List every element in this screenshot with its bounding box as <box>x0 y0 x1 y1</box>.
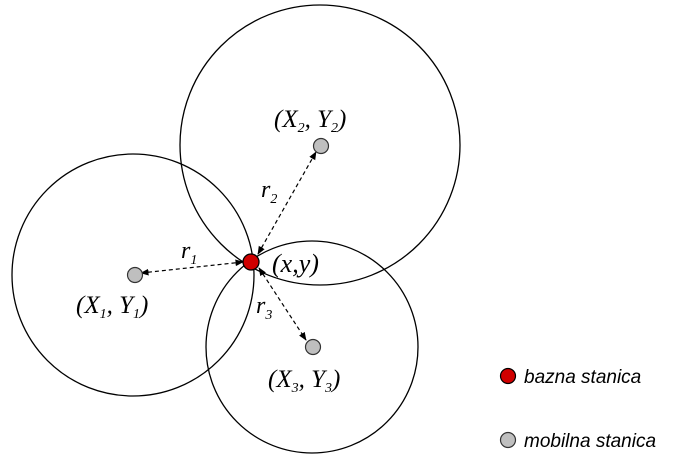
label-r1: r1 <box>181 238 197 268</box>
coverage-circle-2 <box>179 4 461 286</box>
distance-arrow-r2 <box>257 151 317 255</box>
label-point-1: (X1, Y1) <box>76 292 148 322</box>
label-center: (x,y) <box>272 249 319 278</box>
label-r3: r3 <box>256 293 272 323</box>
legend-mobile-station-label: mobilna stanica <box>524 431 656 452</box>
distance-arrow-r3 <box>258 267 307 341</box>
distance-arrow-r1 <box>140 259 244 276</box>
label-point-2: (X2, Y2) <box>274 106 346 136</box>
base-station <box>242 253 260 271</box>
mobile-station-1 <box>126 266 144 284</box>
legend-base-station-label: bazna stanica <box>524 367 641 388</box>
mobile-station-2 <box>312 137 330 155</box>
label-point-3: (X3, Y3) <box>268 366 340 396</box>
label-r2: r2 <box>261 177 277 207</box>
mobile-station-3 <box>304 338 322 356</box>
legend-base-station-marker <box>499 367 517 385</box>
legend-mobile-station-marker <box>499 431 517 449</box>
coverage-circle-1 <box>11 153 255 397</box>
